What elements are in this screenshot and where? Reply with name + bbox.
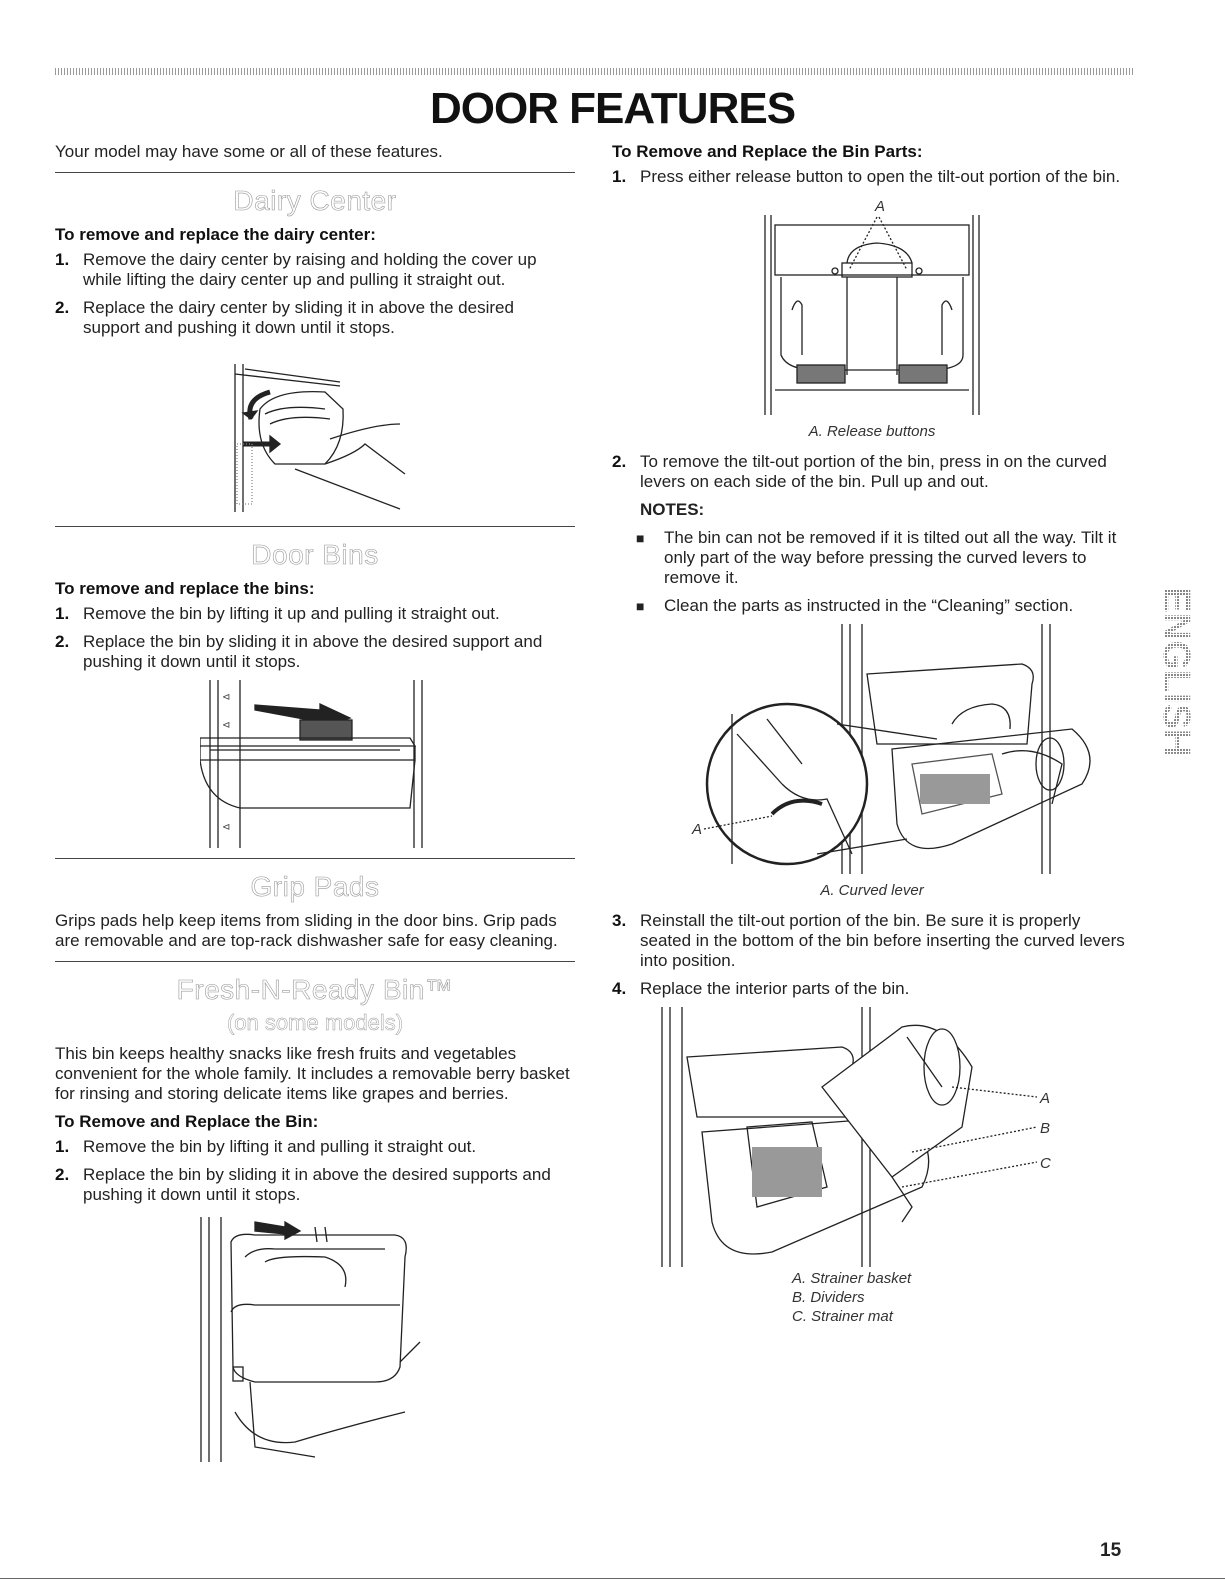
top-decorative-bar xyxy=(55,68,1135,75)
section-subtitle-fresh-n-ready: (on some models) xyxy=(226,1010,404,1036)
divider xyxy=(55,172,575,173)
divider xyxy=(55,526,575,527)
strainer-mat-callout-label: C xyxy=(1040,1155,1051,1172)
svg-text:⊲: ⊲ xyxy=(222,692,230,703)
section-title-dairy: Dairy Center xyxy=(233,185,397,217)
curved-lever-caption: A. Curved lever xyxy=(820,882,924,899)
fresh-bin-illustration xyxy=(195,1217,435,1462)
bins-step-2: 2. Replace the bin by sliding it in abov… xyxy=(55,632,543,671)
strainer-basket-callout-label: A xyxy=(1039,1090,1050,1107)
release-button-callout-label: A xyxy=(874,198,885,215)
fresh-step-2: 2. Replace the bin by sliding it in abov… xyxy=(55,1165,551,1204)
interior-parts-illustration: A B C xyxy=(652,1007,1092,1267)
divider xyxy=(55,858,575,859)
caption-line: A. Strainer basket xyxy=(792,1270,912,1287)
dairy-step-1: 1. Remove the dairy center by raising an… xyxy=(55,250,537,289)
bin-parts-step-2: 2. To remove the tilt-out portion of the… xyxy=(612,452,1107,491)
fresh-step-1: 1. Remove the bin by lifting it and pull… xyxy=(55,1137,477,1156)
notes-heading: NOTES: xyxy=(640,500,705,519)
side-tab-label: ENGLISH xyxy=(1155,588,1196,757)
section-title-door-bins: Door Bins xyxy=(251,539,379,571)
bin-parts-step-1: 1. Press either release button to open t… xyxy=(612,167,1121,186)
page-number: 15 xyxy=(1100,1540,1122,1561)
bottom-rule xyxy=(0,1578,1225,1579)
interior-parts-caption: A. Strainer basket B. Dividers C. Strain… xyxy=(792,1269,1132,1326)
curved-lever-callout-label: A xyxy=(691,821,702,838)
dairy-center-illustration xyxy=(215,364,415,512)
section-title-grip-pads: Grip Pads xyxy=(250,871,380,903)
bins-subhead: To remove and replace the bins: xyxy=(55,579,315,598)
intro-text: Your model may have some or all of these… xyxy=(55,142,443,161)
divider xyxy=(55,961,575,962)
page-title: DOOR FEATURES xyxy=(429,84,796,133)
caption-line: B. Dividers xyxy=(792,1289,865,1306)
svg-text:⊲: ⊲ xyxy=(222,822,230,833)
section-title-fresh-n-ready: Fresh-N-Ready Bin™ xyxy=(176,974,454,1006)
caption-line: C. Strainer mat xyxy=(792,1308,893,1325)
language-side-tab: ENGLISH xyxy=(1152,568,1196,776)
note-item: ■ The bin can not be removed if it is ti… xyxy=(636,528,1117,587)
release-buttons-illustration: A xyxy=(757,195,987,415)
bins-step-1: 1. Remove the bin by lifting it up and p… xyxy=(55,604,500,623)
dairy-subhead: To remove and replace the dairy center: xyxy=(55,225,376,244)
door-bin-illustration: ⊲ ⊲ ⊲ xyxy=(200,680,430,848)
right-column: To Remove and Replace the Bin Parts: 1. … xyxy=(612,142,1132,1326)
fresh-n-ready-text: This bin keeps healthy snacks like fresh… xyxy=(55,1044,570,1103)
bin-parts-step-4: 4. Replace the interior parts of the bin… xyxy=(612,979,910,998)
svg-text:⊲: ⊲ xyxy=(222,720,230,731)
release-buttons-caption: A. Release buttons xyxy=(808,423,936,440)
curved-lever-illustration: A xyxy=(652,624,1092,874)
grip-pads-text: Grips pads help keep items from sliding … xyxy=(55,911,558,950)
bin-parts-step-3: 3. Reinstall the tilt-out portion of the… xyxy=(612,911,1125,970)
dividers-callout-label: B xyxy=(1040,1120,1050,1137)
fresh-subhead: To Remove and Replace the Bin: xyxy=(55,1112,319,1131)
bin-parts-subhead: To Remove and Replace the Bin Parts: xyxy=(612,142,923,161)
dairy-step-2: 2. Replace the dairy center by sliding i… xyxy=(55,298,514,337)
left-column: Your model may have some or all of these… xyxy=(55,142,575,1470)
note-item: ■ Clean the parts as instructed in the “… xyxy=(636,596,1074,615)
